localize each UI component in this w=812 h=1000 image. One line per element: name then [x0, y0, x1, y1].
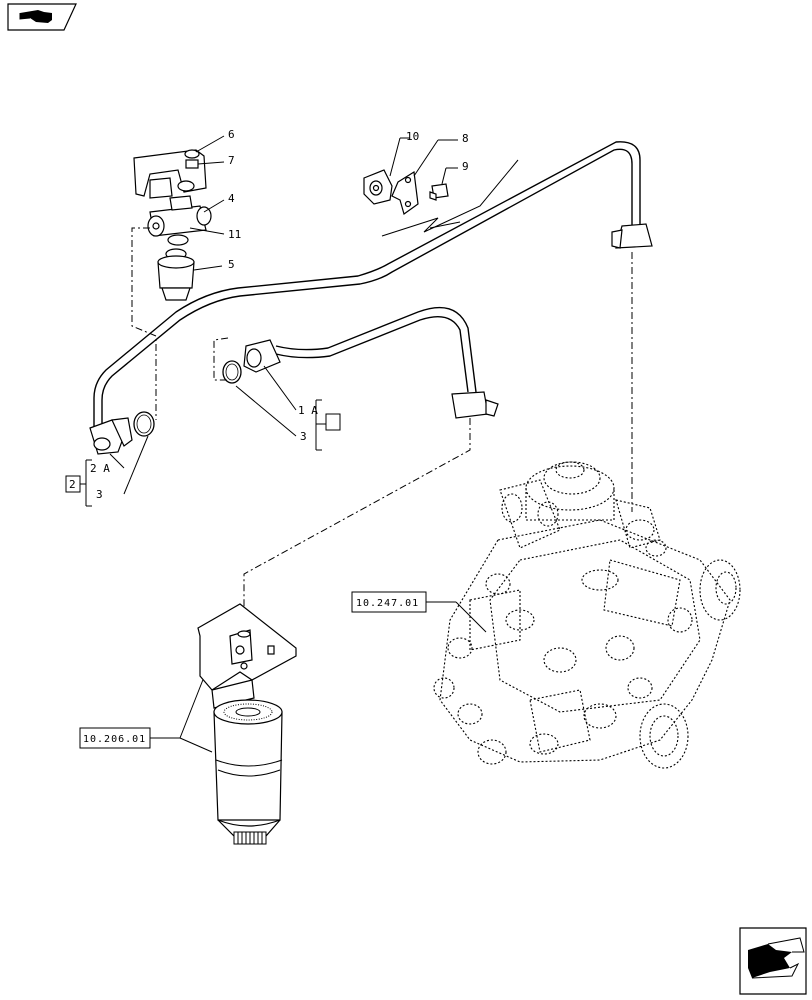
filter-bracket — [197, 603, 297, 709]
svg-text:10.247.01: 10.247.01 — [356, 598, 419, 609]
fuel-pipe-long — [89, 141, 653, 455]
callout-10: 10 — [406, 130, 419, 143]
sensor — [157, 248, 195, 301]
callout-7: 7 — [228, 154, 235, 167]
square-marker-left — [65, 475, 81, 493]
bolt-9 — [429, 183, 449, 201]
ref-injection-pump[interactable]: 10.247.01 — [351, 591, 427, 613]
page-nav-icon[interactable] — [7, 3, 77, 31]
clip-10 — [363, 169, 393, 205]
callout-2: 2 — [69, 478, 76, 491]
leaders — [80, 135, 487, 753]
o-ring-upper — [222, 360, 242, 384]
callout-8: 8 — [462, 132, 469, 145]
callout-1a: 1 A — [298, 404, 318, 417]
callout-5: 5 — [228, 258, 235, 271]
callout-6: 6 — [228, 128, 235, 141]
callout-9: 9 — [462, 160, 469, 173]
fuel-pipe-short — [243, 306, 499, 419]
callout-3-left: 3 — [96, 488, 103, 501]
fuel-filter — [213, 699, 283, 845]
callout-4: 4 — [228, 192, 235, 205]
ref-fuel-filter[interactable]: 10.206.01 — [79, 727, 151, 749]
bracket-8 — [391, 170, 419, 215]
o-ring-lower — [133, 411, 155, 437]
square-marker-right — [325, 413, 341, 431]
callout-3-right: 3 — [300, 430, 307, 443]
callout-11: 11 — [228, 228, 241, 241]
mounting-bracket — [133, 149, 207, 199]
next-page-arrow-icon[interactable] — [739, 927, 807, 995]
svg-text:10.206.01: 10.206.01 — [83, 734, 146, 745]
banjo-fitting — [147, 195, 212, 246]
callout-2a: 2 A — [90, 462, 110, 475]
injection-pump — [433, 461, 741, 769]
